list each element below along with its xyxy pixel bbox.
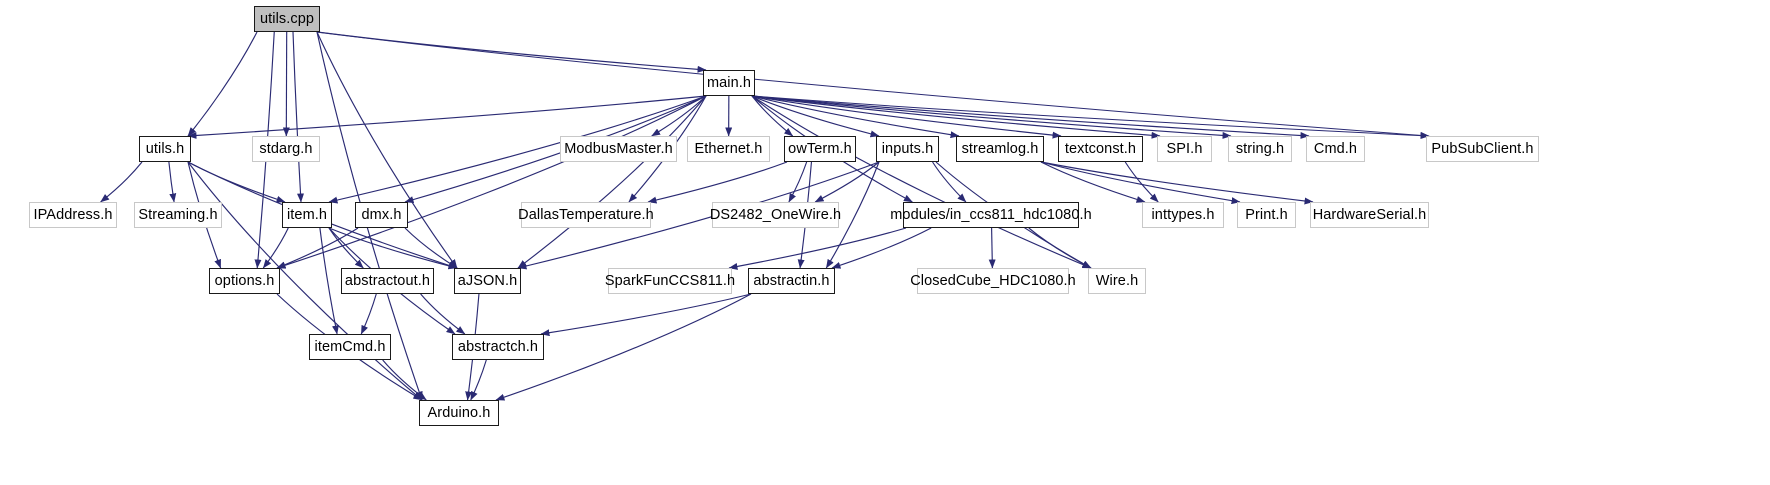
graph-node-stdarg-h[interactable]: stdarg.h (252, 136, 320, 162)
graph-node-ds2482-h[interactable]: DS2482_OneWire.h (710, 202, 841, 228)
graph-node-inputs-h[interactable]: inputs.h (876, 136, 939, 162)
edge-main-h-to-cmd-h (751, 95, 1310, 139)
edge-abstractin-h-to-abstractch-h (540, 293, 752, 337)
graph-node-string-h[interactable]: string.h (1228, 136, 1292, 162)
edge-utils-h-to-streaming-h (168, 161, 177, 203)
edge-main-h-to-wire-h (751, 95, 1092, 269)
edge-owterm-h-to-dallastemp-h (647, 161, 788, 204)
graph-node-item-h[interactable]: item.h (282, 202, 332, 228)
edge-abstractout-h-to-itemcmd-h (360, 293, 377, 335)
graph-node-main-h[interactable]: main.h (703, 70, 755, 96)
graph-node-wire-h[interactable]: Wire.h (1088, 268, 1146, 294)
edge-main-h-to-utils-h (187, 95, 707, 139)
graph-node-abstractch-h[interactable]: abstractch.h (452, 334, 544, 360)
edge-main-h-to-modbusmaster-h (651, 95, 707, 137)
edge-utils-cpp-to-item-h (292, 31, 305, 203)
edge-utils-h-to-item-h (187, 161, 286, 203)
graph-node-abstractout-h[interactable]: abstractout.h (341, 268, 434, 294)
edge-utils-cpp-to-main-h (316, 31, 707, 73)
edge-utils-cpp-to-ajson-h (316, 31, 458, 269)
graph-node-pubsubclient-h[interactable]: PubSubClient.h (1426, 136, 1539, 162)
edge-dmx-h-to-options-h (276, 227, 359, 269)
edge-main-h-to-inputs-h (751, 95, 880, 138)
graph-node-streamlog-h[interactable]: streamlog.h (956, 136, 1044, 162)
edge-mod-ccs811-h-to-abstractin-h (831, 227, 932, 269)
edge-main-h-to-streamlog-h (751, 95, 960, 139)
edge-item-h-to-ajson-h (328, 227, 458, 270)
edge-main-h-to-pubsubclient-h (751, 95, 1430, 140)
edge-main-h-to-textconst-h (751, 95, 1062, 139)
edge-dmx-h-to-ajson-h (404, 227, 458, 269)
graph-node-ipaddress-h[interactable]: IPAddress.h (29, 202, 117, 228)
edge-mod-ccs811-h-to-sparkfunccs-h (728, 227, 907, 270)
graph-node-sparkfunccs-h[interactable]: SparkFunCCS811.h (605, 268, 735, 294)
graph-node-hardwareserial-h[interactable]: HardwareSerial.h (1310, 202, 1429, 228)
edge-streamlog-h-to-hardwareserial-h (1040, 161, 1314, 205)
graph-node-print-h[interactable]: Print.h (1237, 202, 1296, 228)
edge-owterm-h-to-ds2482-h (788, 161, 808, 203)
graph-node-ajson-h[interactable]: aJSON.h (454, 268, 521, 294)
edge-utils-h-to-ipaddress-h (100, 161, 143, 203)
edge-main-h-to-owterm-h (751, 95, 794, 137)
graph-node-streaming-h[interactable]: Streaming.h (134, 202, 222, 228)
graph-node-options-h[interactable]: options.h (209, 268, 280, 294)
graph-node-modbusmaster-h[interactable]: ModbusMaster.h (560, 136, 677, 162)
graph-node-abstractin-h[interactable]: abstractin.h (748, 268, 835, 294)
edge-utils-cpp-to-pubsubclient-h (316, 31, 1430, 139)
edge-inputs-h-to-ds2482-h (814, 161, 880, 203)
graph-node-itemcmd-h[interactable]: itemCmd.h (309, 334, 391, 360)
edge-abstractch-h-to-arduino-h (470, 359, 487, 401)
graph-node-owterm-h[interactable]: owTerm.h (784, 136, 856, 162)
edge-streamlog-h-to-inttypes-h (1040, 161, 1146, 203)
edge-item-h-to-abstractout-h (328, 227, 364, 269)
graph-node-textconst-h[interactable]: textconst.h (1058, 136, 1143, 162)
edge-inputs-h-to-mod-ccs811-h (932, 161, 967, 203)
edge-item-h-to-itemcmd-h (319, 227, 339, 335)
graph-node-ethernet-h[interactable]: Ethernet.h (687, 136, 770, 162)
graph-node-closedcube-h[interactable]: ClosedCube_HDC1080.h (910, 268, 1076, 294)
graph-node-spi-h[interactable]: SPI.h (1157, 136, 1212, 162)
edge-itemcmd-h-to-arduino-h (382, 359, 427, 401)
graph-node-utils-h[interactable]: utils.h (139, 136, 191, 162)
edge-item-h-to-options-h (262, 227, 289, 269)
graph-node-mod-ccs811-h[interactable]: modules/in_ccs811_hdc1080.h (890, 202, 1092, 228)
graph-node-arduino-h[interactable]: Arduino.h (419, 400, 499, 426)
edge-main-h-to-options-h (276, 95, 707, 269)
edge-mod-ccs811-h-to-wire-h (1028, 227, 1092, 269)
graph-node-utils-cpp[interactable]: utils.cpp (254, 6, 320, 32)
graph-node-cmd-h[interactable]: Cmd.h (1306, 136, 1365, 162)
graph-node-inttypes-h[interactable]: inttypes.h (1142, 202, 1224, 228)
edge-streamlog-h-to-print-h (1040, 161, 1241, 205)
edge-main-h-to-ajson-h (517, 95, 707, 269)
edge-main-h-to-spi-h (751, 95, 1161, 139)
edge-textconst-h-to-inttypes-h (1124, 161, 1159, 203)
graph-node-dmx-h[interactable]: dmx.h (355, 202, 408, 228)
edge-abstractout-h-to-abstractch-h (420, 293, 466, 335)
edge-mod-ccs811-h-to-closedcube-h (988, 227, 996, 269)
edge-utils-cpp-to-utils-h (187, 31, 258, 137)
graph-node-dallastemp-h[interactable]: DallasTemperature.h (518, 202, 654, 228)
edge-main-h-to-string-h (751, 95, 1232, 139)
